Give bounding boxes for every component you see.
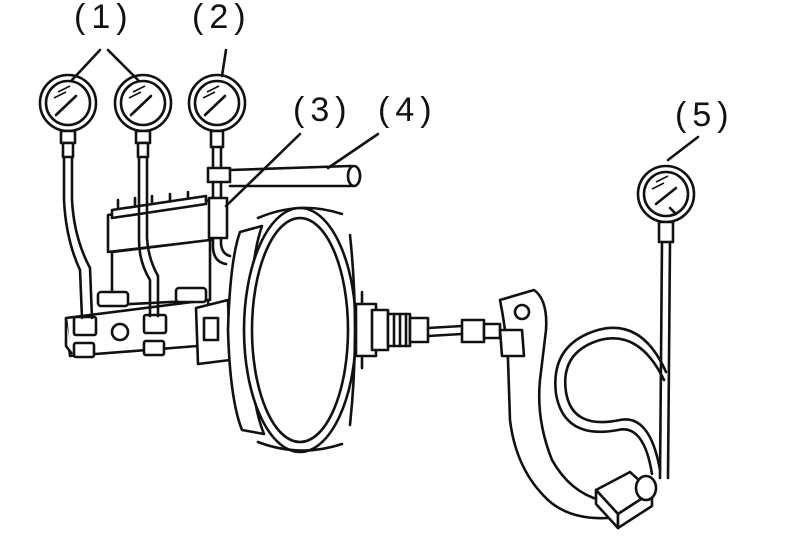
brake-pedal [498, 288, 654, 530]
callout-label-2: (2) [192, 0, 252, 36]
callout-label-5: (5) [675, 96, 735, 134]
vacuum-hose [228, 164, 362, 188]
pressure-gauge-icon [187, 73, 247, 266]
leader-lines [70, 48, 700, 208]
brake-booster [226, 206, 502, 454]
callout-label-1: (1) [74, 0, 134, 36]
callout-label-4: (4) [378, 91, 438, 129]
pressure-gauge-icon [113, 73, 173, 318]
pressure-gauge-icon [38, 73, 98, 320]
callout-label-3: (3) [293, 91, 353, 129]
master-cylinder [64, 190, 232, 366]
pressure-gauge-icon [554, 164, 696, 502]
